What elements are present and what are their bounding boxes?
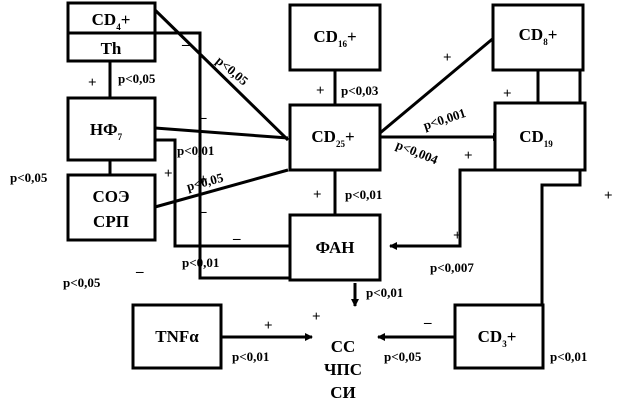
line-nf-cd25 xyxy=(154,126,289,140)
svg-text:CD4+: CD4+ xyxy=(92,10,131,32)
sign-cd4-loop: – xyxy=(181,37,190,53)
svg-text:СОЭ: СОЭ xyxy=(92,187,129,206)
connectors xyxy=(108,8,582,341)
sign-cd25-cd19: + xyxy=(464,148,473,164)
p-left-bottom: p<0,05 xyxy=(63,275,101,290)
p-tnf-target: p<0,01 xyxy=(232,349,269,364)
svg-text:CD16+: CD16+ xyxy=(313,27,356,49)
p-cd4-nf: p<0,05 xyxy=(118,71,156,86)
node-cd16: CD16+ xyxy=(288,3,382,72)
sign-tnf-target: + xyxy=(264,318,273,334)
line-cd3-right-loop xyxy=(540,10,582,305)
sign-labels: + – + + + – + + + + – – + – + + – + xyxy=(88,37,613,334)
svg-text:ФАН: ФАН xyxy=(315,238,354,257)
p-cd25-cd19: p<0,004 xyxy=(394,137,441,168)
p-cd3-right: p<0,01 xyxy=(550,349,587,364)
svg-text:CD25+: CD25+ xyxy=(311,127,354,149)
node-soe: СОЭ СРП xyxy=(66,173,157,242)
sign-nf-cd25: – xyxy=(198,110,207,126)
sign-right: + xyxy=(604,188,613,204)
svg-text:СРП: СРП xyxy=(93,212,129,231)
arrow-cd25-cd8 xyxy=(379,29,503,135)
sign-left-bottom: – xyxy=(135,264,144,280)
p-cd25-fan: p<0,01 xyxy=(345,187,382,202)
svg-text:CD3+: CD3+ xyxy=(478,327,517,349)
sign-cd4-nf: + xyxy=(88,75,97,91)
sign-nf-fan: – xyxy=(232,231,241,247)
sign-fan-cd4-loop: – xyxy=(198,204,207,220)
p-cd25-cd8: p<0,001 xyxy=(421,105,467,133)
svg-text:ЧПС: ЧПС xyxy=(324,360,362,379)
sign-nf-loop: + xyxy=(199,172,208,188)
line-cd4-left-loop xyxy=(155,31,290,280)
sign-cd25-fan: + xyxy=(313,187,322,203)
svg-text:НФ7: НФ7 xyxy=(90,120,123,142)
arrow-cd19-fan xyxy=(389,168,495,250)
sign-cd16-cd25: + xyxy=(316,83,325,99)
sign-cd8-cd19: + xyxy=(503,86,512,102)
svg-text:Th: Th xyxy=(101,39,122,58)
node-cd25: CD25+ xyxy=(288,103,382,172)
node-tnf: TNFα xyxy=(131,303,223,370)
node-cd19: CD19 xyxy=(493,101,587,172)
p-nf-cd25: p<0,01 xyxy=(177,143,214,158)
node-cd4: CD4+ xyxy=(66,1,157,35)
line-nf-fan-loop xyxy=(155,138,290,248)
p-cd3-target: p<0,05 xyxy=(384,349,422,364)
svg-text:CD8+: CD8+ xyxy=(519,25,558,47)
sign-cd19-fan: + xyxy=(453,228,462,244)
svg-text:СИ: СИ xyxy=(330,383,356,402)
p-soe-left: p<0,05 xyxy=(10,170,48,185)
sign-soe-cd25: + xyxy=(164,166,173,182)
node-nf: НФ7 xyxy=(66,96,157,162)
p-fan-left: p<0,01 xyxy=(182,255,219,270)
sign-fan-target: + xyxy=(312,309,321,325)
node-cd3: CD3+ xyxy=(453,303,545,370)
node-th: Th xyxy=(66,31,157,63)
p-cd19-fan: p<0,007 xyxy=(430,260,474,275)
line-cd4-cd25 xyxy=(153,8,290,142)
svg-text:CD19: CD19 xyxy=(519,127,553,149)
line-soe-cd25 xyxy=(154,168,289,209)
svg-text:СС: СС xyxy=(331,337,356,356)
svg-text:TNFα: TNFα xyxy=(155,327,199,346)
node-fan: ФАН xyxy=(288,213,382,282)
sign-cd3-target: – xyxy=(423,315,432,331)
p-cd16-cd25: p<0,03 xyxy=(341,83,379,98)
node-target: СС ЧПС СИ xyxy=(324,337,362,402)
sign-cd25-cd8: + xyxy=(443,50,452,66)
p-fan-target: p<0,01 xyxy=(366,285,403,300)
node-cd8: CD8+ xyxy=(491,3,585,72)
